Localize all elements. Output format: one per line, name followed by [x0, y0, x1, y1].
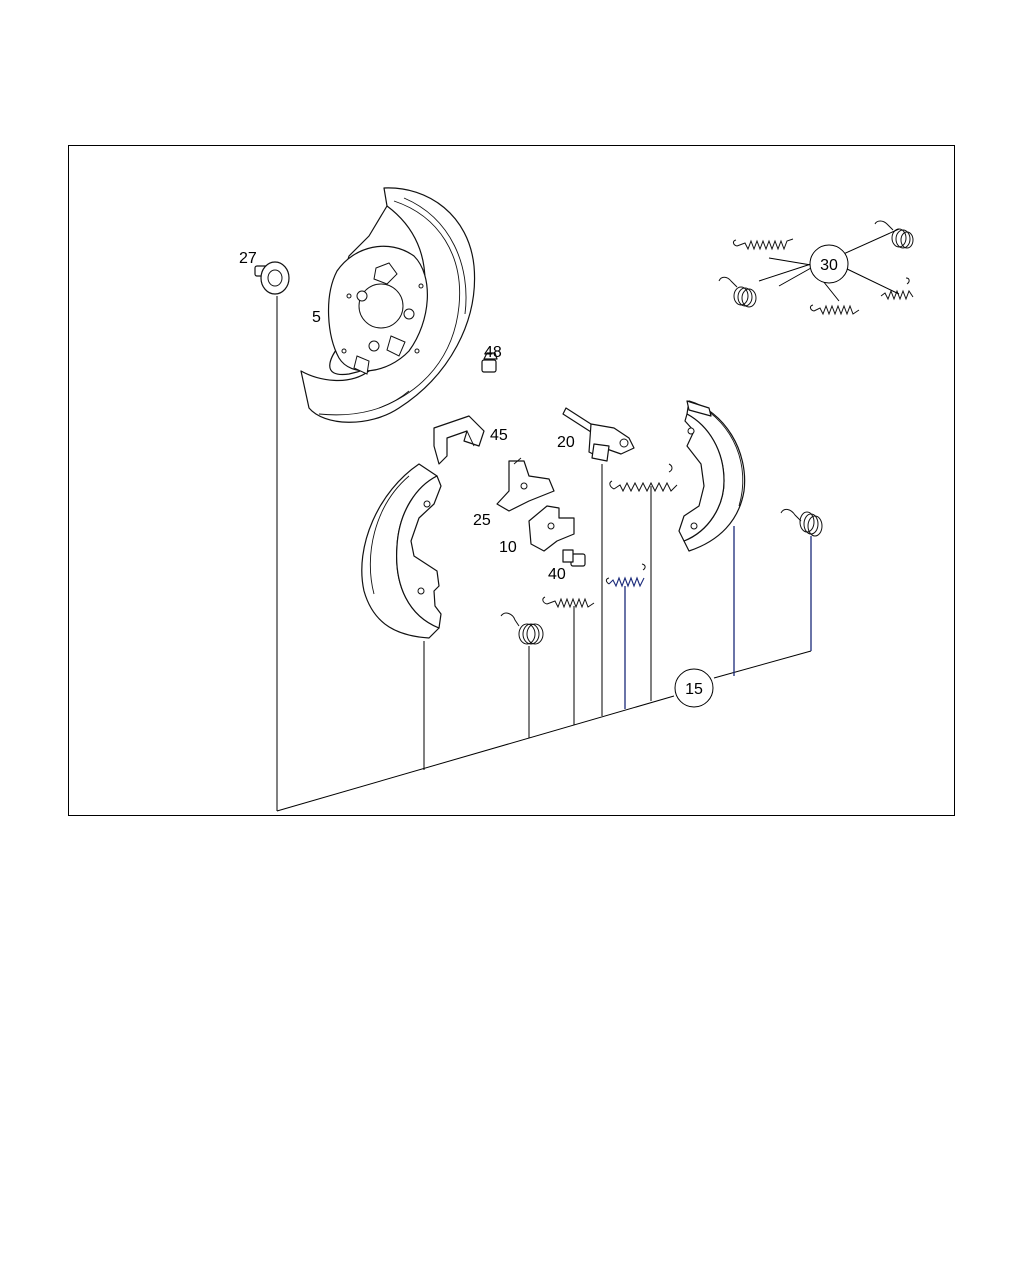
bolt-part-40 [562, 549, 586, 567]
callout-circle-part-30 [809, 244, 849, 284]
leader-lines [276, 228, 900, 812]
bolt-part-48 [481, 352, 498, 373]
strut-part-10 [528, 505, 575, 552]
spring-middle [542, 596, 595, 609]
callout-circle-part-15 [674, 668, 714, 708]
clip-part-45 [433, 415, 485, 465]
brake-shoe-left [361, 463, 442, 639]
brake-shoe-right [678, 400, 746, 552]
bushing-part-27 [254, 261, 290, 295]
label-part-20: 20 [557, 434, 575, 451]
label-part-30: 30 [820, 257, 838, 274]
label-part-25: 25 [473, 512, 491, 529]
spring-set-part-30 [718, 220, 914, 316]
parts-diagram-frame: 27 5 48 45 20 25 10 40 30 15 [68, 145, 955, 816]
label-part-5: 5 [312, 309, 321, 326]
callout-labels: 27 5 48 45 20 25 10 40 30 15 [239, 244, 849, 708]
label-part-27: 27 [239, 250, 257, 267]
coil-spring-right [780, 508, 823, 537]
spring-upper-right [609, 463, 678, 493]
label-part-48: 48 [484, 344, 502, 361]
spring-lower-center [605, 563, 646, 588]
coil-spring-lower-left [500, 612, 544, 645]
backing-plate-part-5 [300, 187, 476, 423]
label-part-45: 45 [490, 427, 508, 444]
label-part-15: 15 [685, 681, 703, 698]
parts-diagram: 27 5 48 45 20 25 10 40 30 15 [239, 187, 914, 812]
label-part-10: 10 [499, 539, 517, 556]
adjuster-part-20 [562, 407, 635, 462]
label-part-40: 40 [548, 566, 566, 583]
lever-part-25 [496, 457, 555, 512]
